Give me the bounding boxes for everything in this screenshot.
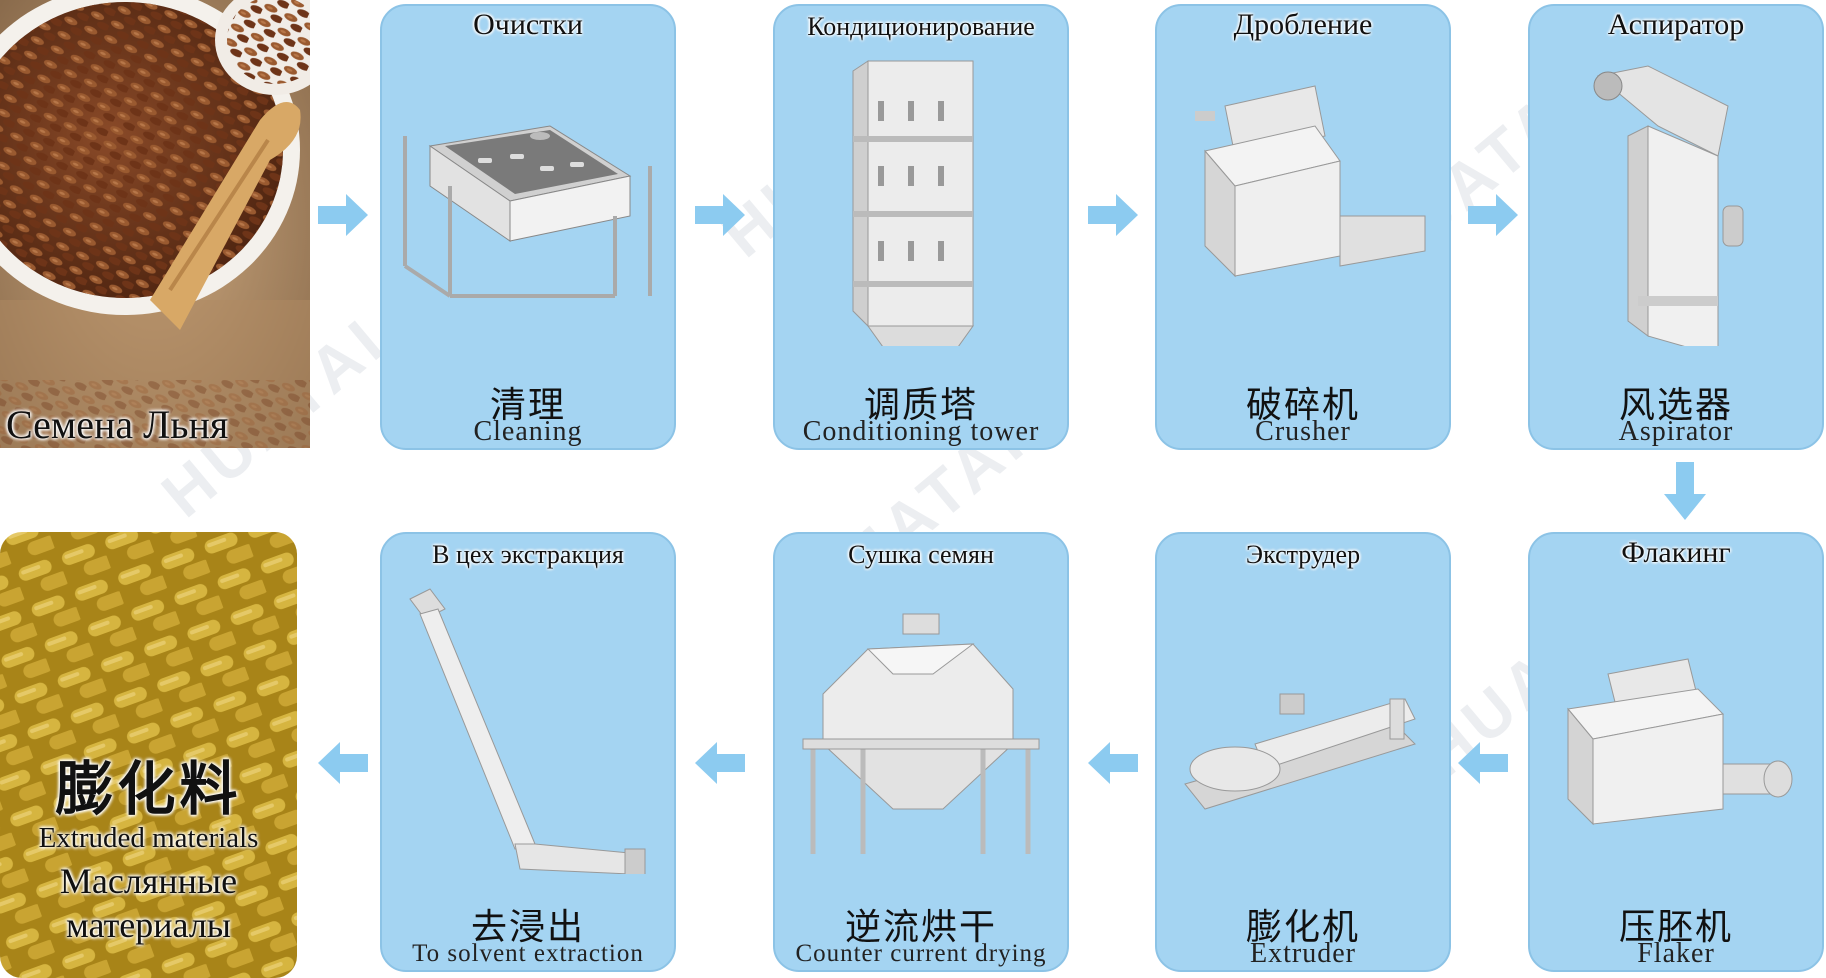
step-label-en: Crusher	[1255, 416, 1351, 447]
step-label-zh: 调质塔	[863, 385, 978, 426]
extruded-label-zh: 膨化料	[55, 755, 242, 823]
arrow-left-icon	[695, 742, 745, 784]
step-title-ru: Сушка семян	[848, 540, 994, 569]
step-card-extruder: Экструдер 膨化机 Extruder	[1155, 532, 1451, 972]
step-label-en: Extruder	[1250, 938, 1356, 969]
step-label-en: To solvent extraction	[412, 940, 644, 967]
step-title-ru: Кондиционирование	[807, 12, 1035, 41]
step-label-en: Cleaning	[473, 416, 583, 447]
flaker-illustration	[1567, 658, 1793, 826]
step-card-counter-current-drying: Сушка семян 逆流烘干 Counter current drying	[773, 532, 1069, 972]
step-title-ru: Аспиратор	[1607, 8, 1745, 41]
dryer-illustration	[802, 613, 1040, 854]
step-label-zh: 逆流烘干	[844, 907, 997, 948]
step-card-cleaning: Очистки 清理 Cleaning	[380, 4, 676, 450]
step-title-ru: Флакинг	[1621, 536, 1731, 569]
step-label-zh: 清理	[489, 385, 566, 426]
arrow-left-icon	[1088, 742, 1138, 784]
aspirator-illustration	[1593, 65, 1744, 346]
step-card-conditioning-tower: Кондиционирование 调质塔 Conditioning tower	[773, 4, 1069, 450]
extruded-label-ru-2: материалы	[65, 905, 231, 945]
extruded-label-en: Extruded materials	[38, 822, 259, 854]
step-label-zh: 风选器	[1618, 385, 1733, 426]
extruded-label-ru-1: Маслянные	[59, 861, 238, 901]
step-card-crusher: Дробление 破碎机 Crusher	[1155, 4, 1451, 450]
flax-seeds-label: Семена Льня	[6, 402, 229, 447]
cleaning-machine-illustration	[403, 125, 652, 298]
step-card-to-solvent-extraction: В цех экстракция 去浸出 To solvent extracti…	[380, 532, 676, 972]
step-label-en: Conditioning tower	[802, 416, 1040, 447]
step-label-zh: 膨化机	[1245, 907, 1360, 948]
conditioning-tower-illustration	[852, 60, 974, 346]
arrow-down-icon	[1664, 462, 1706, 520]
extruder-illustration	[1184, 693, 1416, 810]
step-title-ru: Дробление	[1233, 8, 1373, 41]
step-label-zh: 压胚机	[1618, 907, 1733, 948]
arrow-right-icon	[1088, 194, 1138, 236]
arrow-left-icon	[1458, 742, 1508, 784]
step-title-ru: В цех экстракция	[432, 540, 624, 569]
step-label-en: Flaker	[1637, 938, 1715, 969]
step-label-en: Aspirator	[1618, 416, 1734, 447]
arrow-left-icon	[318, 742, 368, 784]
step-title-ru: Очистки	[473, 8, 583, 41]
step-label-zh: 去浸出	[470, 907, 585, 948]
step-label-en: Counter current drying	[795, 940, 1047, 967]
arrow-right-icon	[318, 194, 368, 236]
crusher-illustration	[1195, 85, 1426, 278]
step-card-aspirator: Аспиратор 风选器 Aspirator	[1528, 4, 1824, 450]
arrow-right-icon	[695, 194, 745, 236]
arrow-right-icon	[1468, 194, 1518, 236]
step-label-zh: 破碎机	[1245, 385, 1360, 426]
step-title-ru: Экструдер	[1245, 540, 1361, 569]
extruded-materials-photo: 膨化料 Extruded materials Маслянные материа…	[0, 532, 297, 978]
flax-seeds-photo: Семена Льня	[0, 0, 310, 448]
step-card-flaker: Флакинг 压胚机 Flaker	[1528, 532, 1824, 972]
conveyor-illustration	[409, 588, 646, 874]
